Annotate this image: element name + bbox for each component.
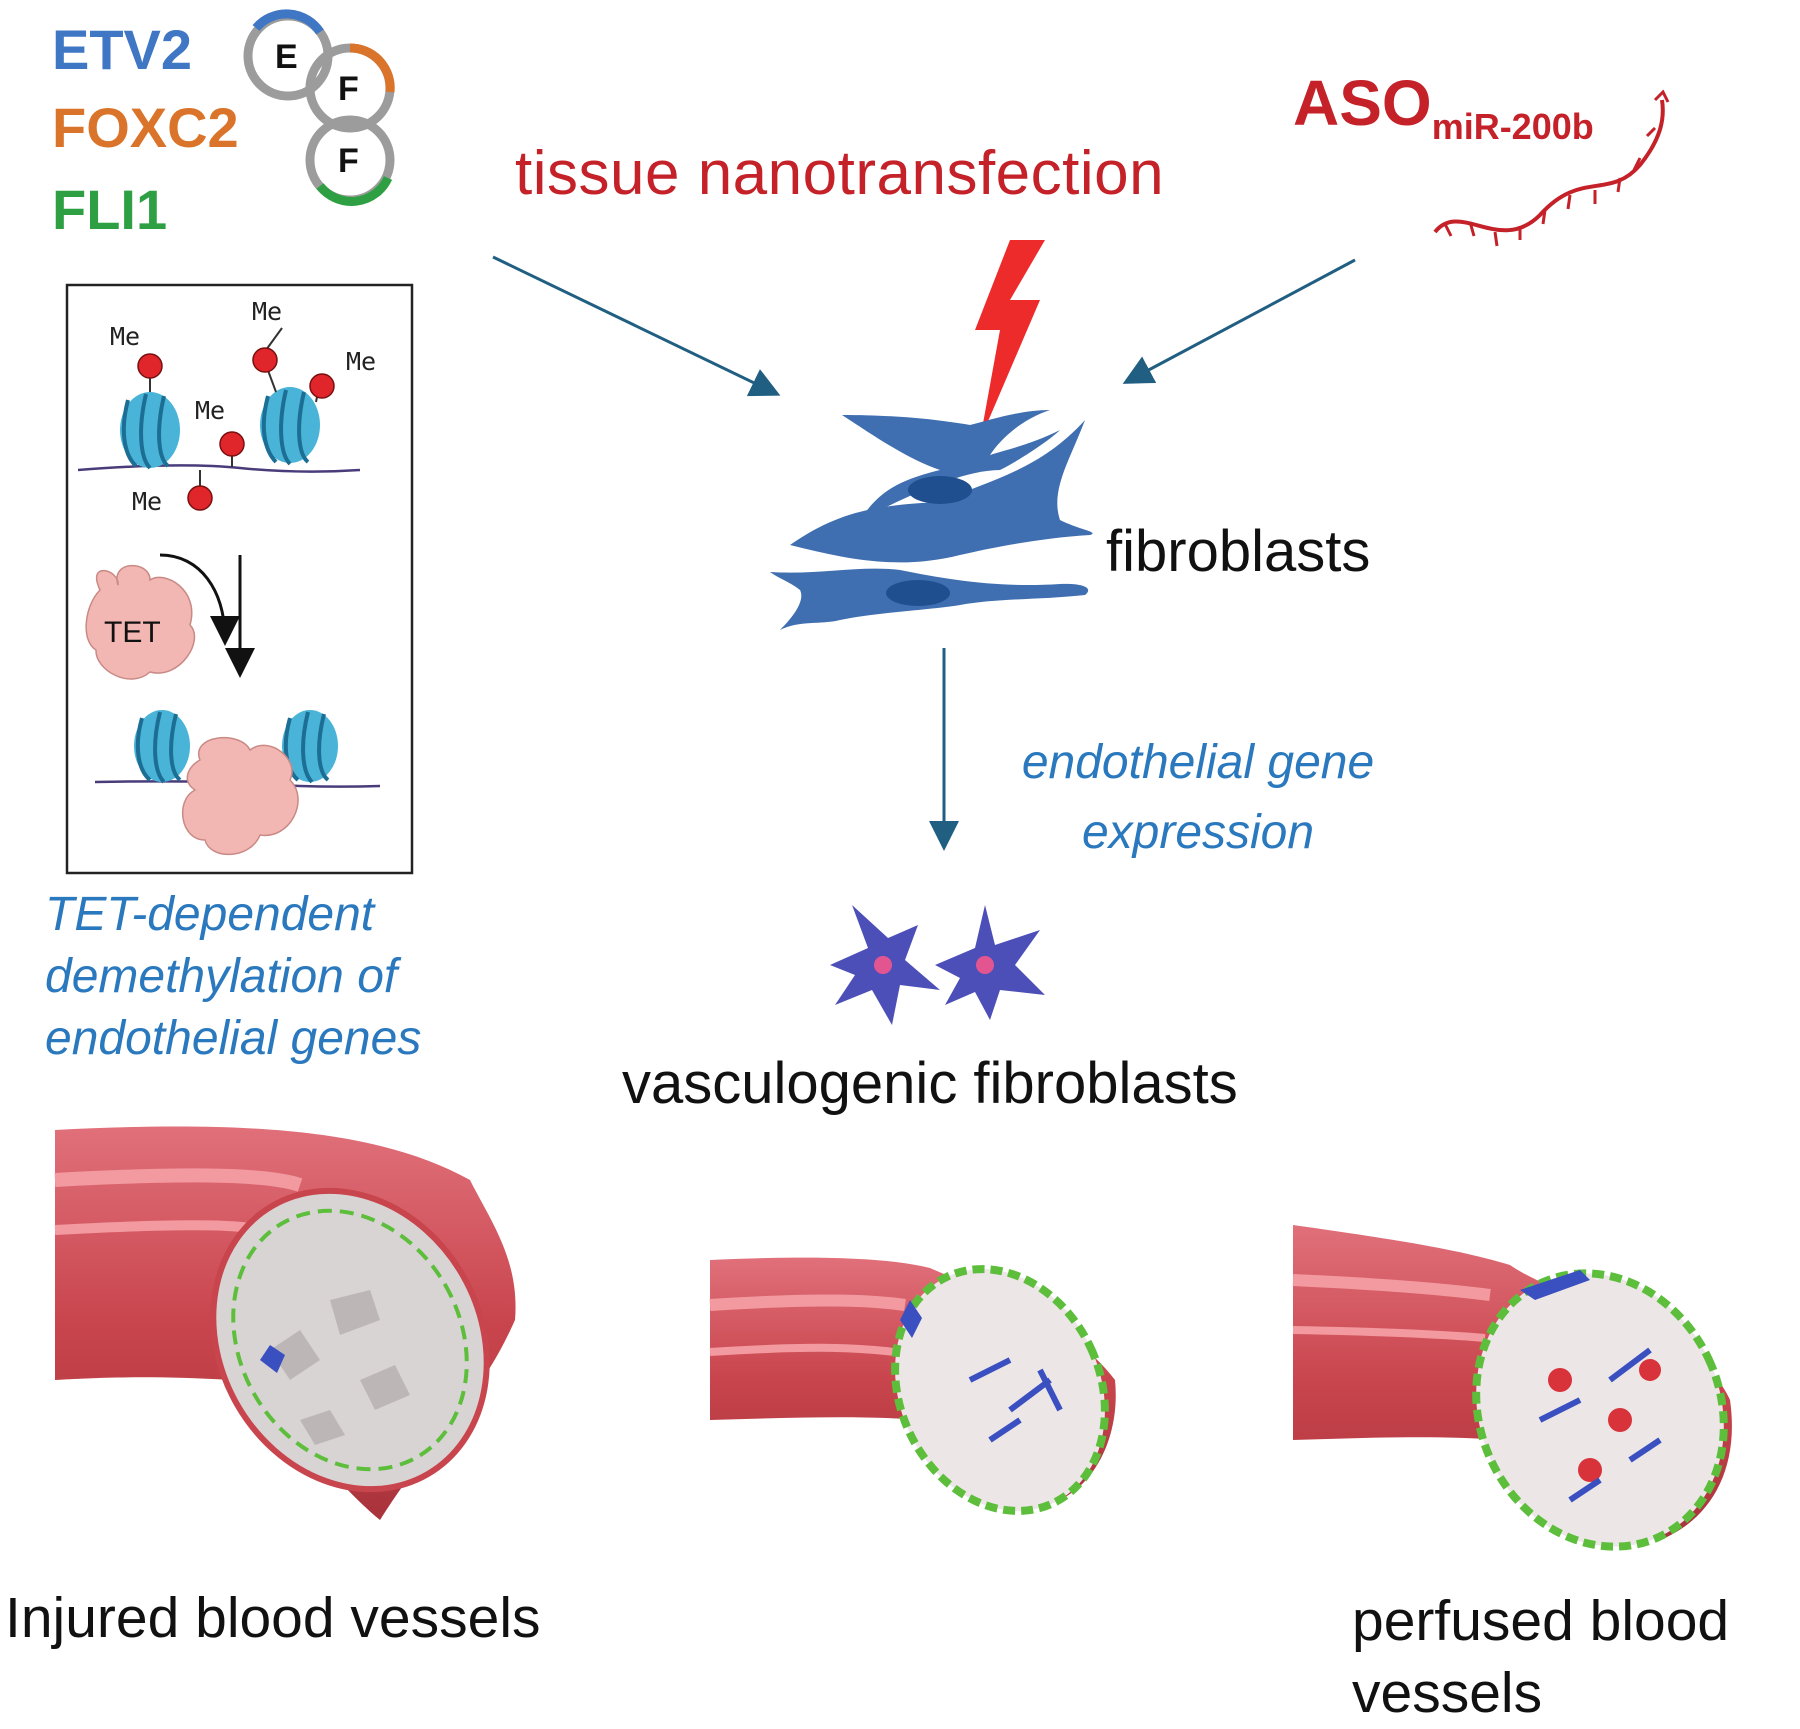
fibroblasts-label: fibroblasts — [1106, 519, 1371, 584]
tet-caption-line: TET-dependent — [45, 888, 375, 941]
nucleosome-icon — [120, 392, 180, 470]
vasculogenic-fibroblasts-label: vasculogenic fibroblasts — [622, 1051, 1238, 1116]
methyl-label: Me — [252, 297, 283, 326]
aso-target-text: miR-200b — [1431, 106, 1594, 147]
tet-enzyme-icon — [181, 736, 299, 856]
inset-box — [65, 283, 414, 875]
tet-enzyme-icon — [85, 564, 196, 680]
methyl-label: Me — [346, 347, 377, 376]
methyl-group-icon — [187, 470, 213, 511]
factor-etv2: ETV2 — [52, 18, 193, 81]
methyl-label: Me — [110, 322, 141, 351]
plasmid-f1-icon — [305, 43, 395, 133]
endothelial-expression-line: expression — [1081, 806, 1315, 859]
vasculogenic-cells-icon — [830, 905, 1045, 1025]
methyl-label: Me — [195, 396, 226, 425]
endothelial-expression-line: endothelial gene — [1021, 736, 1375, 789]
arrow-to-fibroblasts-left — [492, 255, 781, 397]
plasmid-f1-label: F — [338, 70, 359, 108]
fibroblast-cells-icon — [770, 410, 1093, 630]
methyl-group-icon — [252, 327, 283, 393]
curved-arrow-icon — [159, 553, 240, 646]
nucleosome-icon — [134, 710, 190, 784]
perfused-vessels-line: vessels — [1352, 1661, 1543, 1725]
aso-label: ASOmiR-200b — [1293, 66, 1594, 148]
methyl-group-icon — [309, 373, 335, 403]
plasmid-f2-icon — [305, 115, 395, 206]
tet-label: TET — [104, 616, 161, 649]
tissue-nanotransfection-label: tissue nanotransfection — [515, 139, 1165, 208]
factor-foxc2: FOXC2 — [52, 96, 239, 159]
plasmid-e-label: E — [275, 38, 298, 76]
factor-fli1: FLI1 — [52, 178, 168, 241]
methyl-group-icon — [219, 431, 245, 467]
nucleosome-icon — [260, 387, 320, 466]
plasmid-f2-label: F — [338, 142, 359, 180]
aso-main-text: ASO — [1293, 67, 1432, 139]
nucleosome-icon — [282, 710, 338, 784]
perfused-vessel-icon — [1292, 1225, 1732, 1551]
regenerating-vessel-icon — [709, 1257, 1116, 1515]
injured-vessel-icon — [54, 1126, 516, 1520]
tet-caption-line: demethylation of — [45, 950, 398, 1003]
endothelial-expression-label: endothelial gene expression — [968, 728, 1428, 868]
tet-caption-line: endothelial genes — [45, 1012, 422, 1065]
perfused-vessels-line: perfused blood — [1352, 1589, 1730, 1653]
injured-vessels-label: Injured blood vessels — [5, 1586, 541, 1650]
perfused-vessels-label: perfused blood vessels — [1352, 1585, 1729, 1729]
aso-rna-strand-icon — [1433, 89, 1670, 247]
methyl-group-icon — [137, 353, 163, 392]
lightning-bolt-icon — [975, 240, 1045, 440]
arrow-to-fibroblasts-right — [1122, 258, 1356, 384]
tet-caption: TET-dependent demethylation of endotheli… — [45, 884, 485, 1070]
methyl-label: Me — [132, 487, 163, 516]
